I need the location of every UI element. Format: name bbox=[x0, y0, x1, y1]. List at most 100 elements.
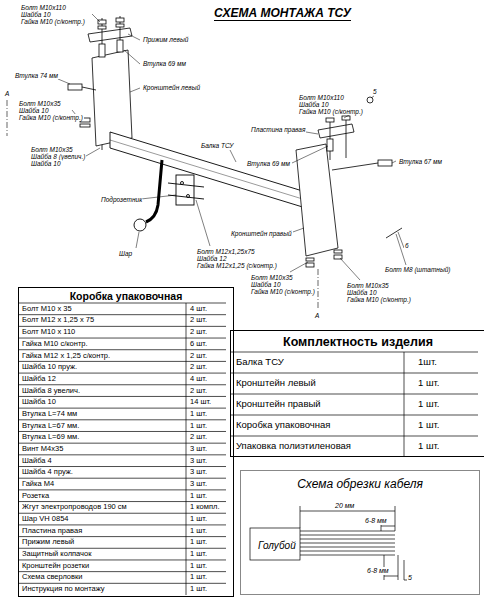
dimension-label: 5 bbox=[407, 574, 413, 582]
part-callout: Гайка М10 (с/контр.) bbox=[18, 114, 84, 121]
table-cell: Шар VH 0854 bbox=[22, 515, 69, 523]
leader-line bbox=[92, 14, 100, 22]
cable-drawing bbox=[300, 543, 395, 544]
right-bracket bbox=[296, 97, 402, 267]
table-rule bbox=[18, 361, 226, 362]
section-line bbox=[7, 100, 318, 308]
table-cell: Болт М12 х 1,25 х 75 bbox=[22, 316, 94, 324]
part-callout: Балка ТСУ bbox=[200, 142, 234, 149]
left-bracket bbox=[98, 26, 106, 29]
table-cell: Шайба 10 bbox=[22, 398, 56, 406]
left-bracket bbox=[82, 87, 96, 90]
table-cell: Шайба 4 bbox=[22, 457, 52, 465]
part-callout: Прижим левый bbox=[142, 36, 189, 43]
table-cell: 1 шт. bbox=[190, 422, 207, 430]
dimension-label: Голубой bbox=[258, 540, 296, 551]
hitch-beam bbox=[168, 183, 204, 187]
dimension-label: 20 мм bbox=[334, 502, 355, 510]
table-rule bbox=[230, 352, 478, 353]
table-rule bbox=[18, 513, 226, 514]
table-rule bbox=[18, 314, 226, 315]
table-cell: Прижим левый bbox=[22, 538, 74, 546]
leader-line bbox=[130, 88, 140, 92]
table-rule bbox=[230, 415, 478, 416]
cable-drawing bbox=[395, 506, 396, 531]
left-bracket bbox=[88, 28, 132, 42]
leader-line bbox=[230, 150, 236, 162]
leader-line bbox=[306, 132, 318, 134]
hitch-beam bbox=[134, 219, 146, 231]
right-bracket bbox=[306, 263, 314, 267]
part-callout: Кронштейн правый bbox=[230, 230, 293, 237]
table-cell: 3 шт. bbox=[190, 445, 207, 453]
hitch-beam bbox=[168, 195, 204, 199]
right-bracket bbox=[334, 250, 342, 253]
table-cell: Втулка L=69 мм. bbox=[22, 433, 79, 441]
table-cell: Шайба 10 пруж. bbox=[22, 363, 77, 371]
part-callout: А bbox=[314, 312, 320, 319]
table-cell: Втулка L=67 мм. bbox=[22, 422, 79, 430]
table-rule bbox=[18, 559, 226, 560]
table-cell: Защитный колпачок bbox=[22, 550, 91, 558]
right-bracket bbox=[326, 118, 334, 122]
table-cell: 14 шт. bbox=[190, 398, 211, 406]
table-cell: Гайка М10 с/контр. bbox=[22, 340, 88, 348]
table-cell: 3 шт. bbox=[190, 457, 207, 465]
leader-line bbox=[136, 232, 139, 248]
right-bracket bbox=[327, 139, 333, 151]
left-bracket bbox=[116, 18, 124, 22]
table-cell: Розетка bbox=[22, 492, 49, 500]
leader-line bbox=[196, 200, 210, 246]
table-cell: 6 шт. bbox=[190, 340, 207, 348]
left-bracket bbox=[117, 40, 123, 52]
table-cell: 1 компл. bbox=[190, 503, 219, 511]
table-cell: Болт М10 х 110 bbox=[22, 328, 75, 336]
table-cell: 1 шт. bbox=[190, 562, 207, 570]
part-callout: Втулка 74 мм bbox=[14, 72, 59, 79]
table-cell: Кронштейн левый bbox=[236, 378, 316, 388]
table-rule bbox=[18, 419, 226, 420]
table-rule bbox=[18, 431, 226, 432]
cable-drawing bbox=[250, 506, 410, 580]
part-callout: Шар bbox=[118, 250, 133, 257]
table-cell: Винт М4х35 bbox=[22, 445, 63, 453]
cable-drawing bbox=[300, 506, 301, 528]
leader-line bbox=[141, 195, 176, 199]
cable-drawing bbox=[250, 528, 300, 560]
right-bracket bbox=[378, 160, 392, 166]
left-bracket bbox=[92, 50, 132, 146]
table-cell: Упаковка полиэтиленовая bbox=[236, 441, 351, 451]
table-cell: Пластина правая bbox=[22, 527, 82, 535]
hitch-beam bbox=[176, 175, 194, 205]
part-callout: 6 bbox=[404, 242, 410, 249]
table-cell: 1 шт. bbox=[190, 527, 207, 535]
left-bracket bbox=[99, 44, 105, 57]
leader-line bbox=[58, 79, 70, 84]
contents-table: Комплектность изделия bbox=[230, 330, 484, 457]
table-cell: Схема сверловки bbox=[22, 573, 83, 581]
table-cell: Инструкция по монтажу bbox=[22, 585, 105, 593]
cable-drawing bbox=[300, 535, 395, 536]
table-cell: 1шт. bbox=[418, 357, 437, 367]
right-bracket bbox=[334, 255, 342, 259]
leader-line bbox=[128, 34, 140, 40]
part-callout: Подрозетник bbox=[100, 196, 143, 203]
table-cell: 4 шт. bbox=[190, 375, 207, 383]
table-cell: 1 шт. bbox=[190, 573, 207, 581]
table-cell: 1 шт. bbox=[190, 410, 207, 418]
table-rule bbox=[404, 352, 405, 457]
diagram-title: СХЕМА МОНТАЖА ТСУ bbox=[214, 6, 351, 21]
table-rule bbox=[18, 338, 226, 339]
table-cell: Втулка L=74 мм bbox=[22, 410, 77, 418]
table-rule bbox=[230, 373, 478, 374]
cable-drawing bbox=[384, 576, 398, 577]
cable-drawing bbox=[300, 511, 395, 512]
table-cell: Кронштейн правый bbox=[236, 399, 321, 409]
table-cell: Болт М10 х 35 bbox=[22, 305, 72, 313]
left-bracket bbox=[68, 84, 82, 90]
table-rule bbox=[18, 443, 226, 444]
table-rule bbox=[18, 408, 226, 409]
part-callout: Гайка М10 (с/контр.) bbox=[346, 296, 412, 303]
table-cell: Кронштейн розетки bbox=[22, 562, 89, 570]
cable-drawing bbox=[300, 539, 395, 540]
